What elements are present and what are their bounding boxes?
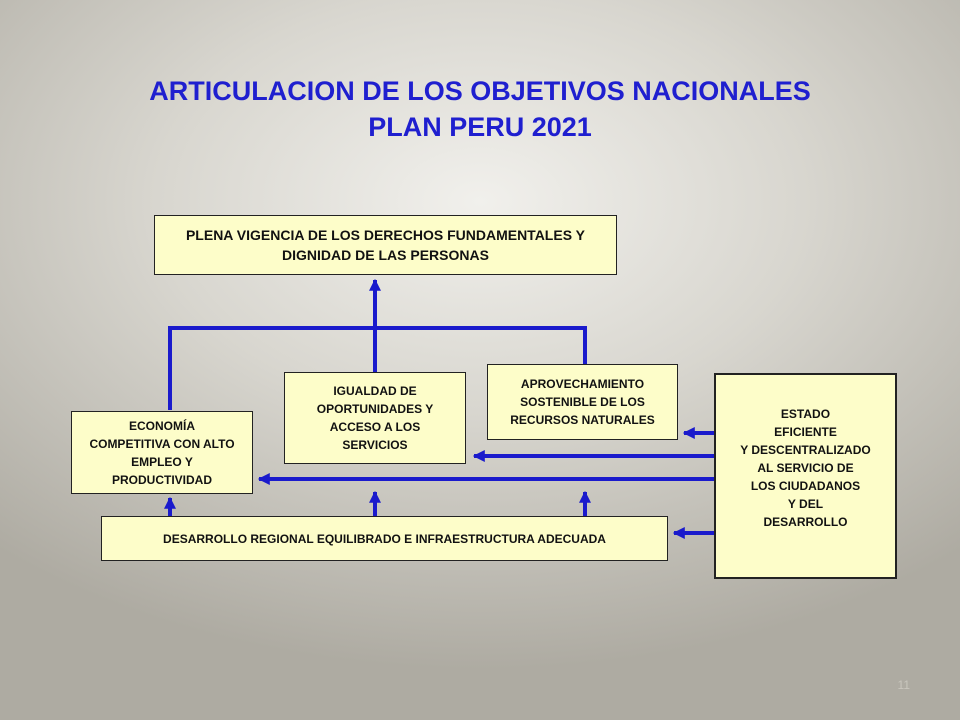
box-estado: ESTADO EFICIENTE Y DESCENTRALIZADO AL SE…: [714, 373, 897, 579]
box-igualdad: IGUALDAD DE OPORTUNIDADES Y ACCESO A LOS…: [284, 372, 466, 464]
box-derechos-fundamentales: PLENA VIGENCIA DE LOS DERECHOS FUNDAMENT…: [154, 215, 617, 275]
box-desarrollo-regional: DESARROLLO REGIONAL EQUILIBRADO E INFRAE…: [101, 516, 668, 561]
title-line-2: PLAN PERU 2021: [368, 112, 592, 142]
box-aprovechamiento: APROVECHAMIENTO SOSTENIBLE DE LOS RECURS…: [487, 364, 678, 440]
box-economia: ECONOMÍA COMPETITIVA CON ALTO EMPLEO Y P…: [71, 411, 253, 494]
slide-number: 11: [897, 678, 910, 692]
title-line-1: ARTICULACION DE LOS OBJETIVOS NACIONALES: [149, 76, 811, 106]
